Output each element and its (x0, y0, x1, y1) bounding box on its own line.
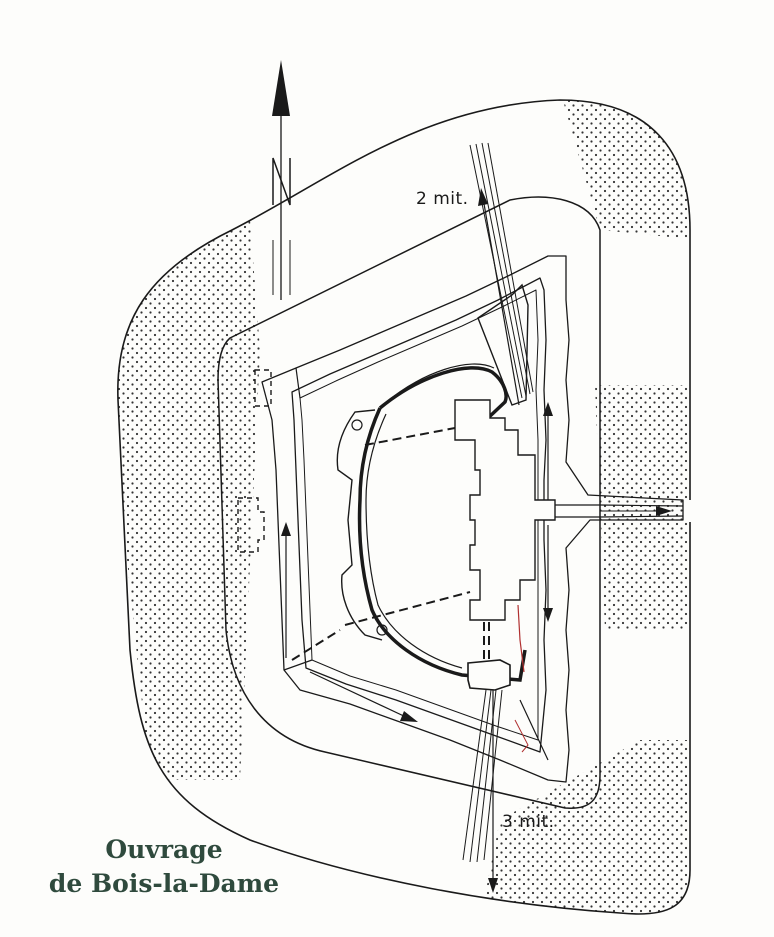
north-compass-arrow (272, 60, 291, 300)
entrance-road (555, 504, 684, 518)
title-line-1: Ouvrage (105, 835, 223, 864)
fort-wall-outer (378, 366, 508, 420)
ditch-inner-line (291, 277, 547, 753)
ditch-inner-line-2 (299, 289, 539, 741)
south-casemate (467, 659, 511, 691)
north-fire-arrow (478, 188, 520, 406)
west-bastion (336, 409, 383, 641)
plan-title: Ouvrage de Bois-la-Dame (14, 833, 314, 901)
dashed-outbuildings (237, 369, 272, 553)
dashed-tunnels (291, 427, 490, 661)
south-fire-arrow (488, 684, 498, 893)
rampart-outline (217, 196, 601, 809)
south-fire-label: 3 mit. (502, 812, 555, 832)
north-fire-label: 2 mit. (416, 189, 469, 209)
exit-arrow-head (656, 506, 672, 516)
movement-arrows (281, 402, 553, 722)
title-line-2: de Bois-la-Dame (48, 869, 280, 898)
ditch-outer-line (261, 255, 684, 783)
north-fire-sector (469, 142, 534, 406)
central-block (454, 399, 556, 621)
outer-glacis-outline (117, 99, 691, 915)
fort-wall-main (357, 407, 527, 682)
